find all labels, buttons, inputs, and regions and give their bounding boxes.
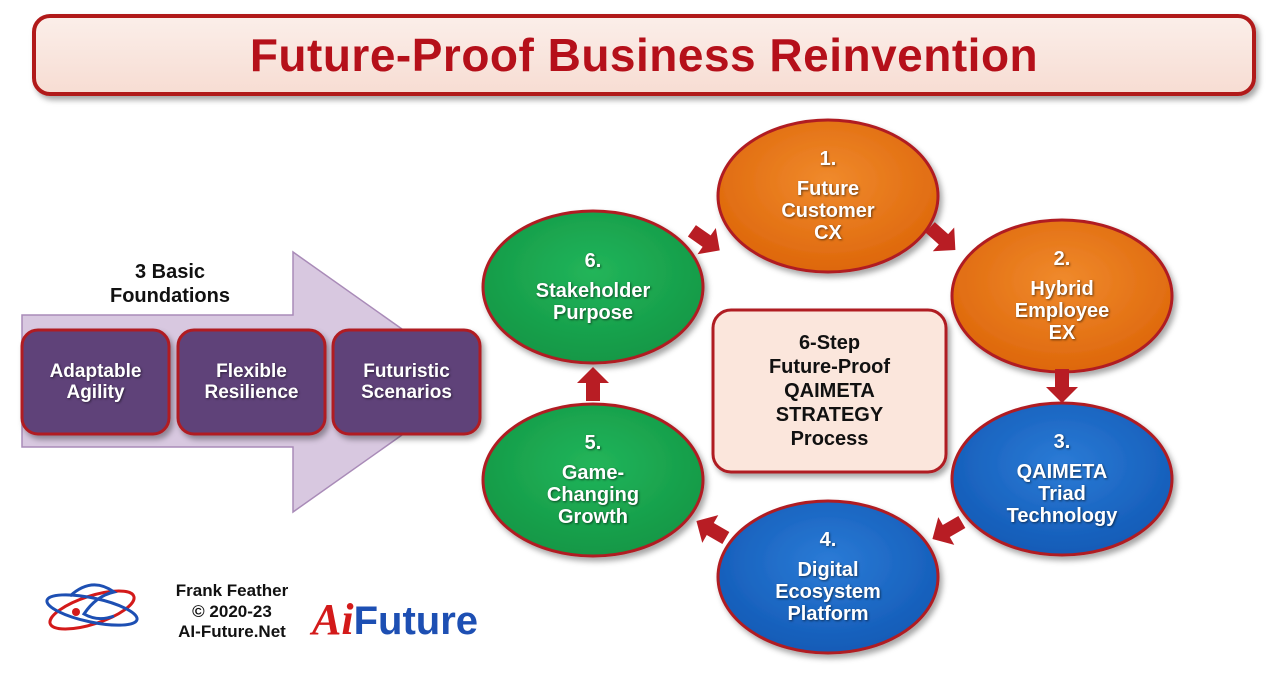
foundation-label-agility: Adaptable Agility — [49, 360, 142, 403]
center-process-label: 6-Step Future-Proof QAIMETA STRATEGY Pro… — [768, 332, 891, 450]
step-6-label: 6. Stakeholder Purpose — [535, 250, 651, 324]
step-1-label: 1. Future Customer CX — [781, 148, 875, 244]
arrow-6-to-1 — [687, 225, 720, 255]
orbit-logo-icon — [45, 583, 139, 631]
step-6-circle — [481, 209, 705, 365]
page-title: Future-Proof Business Reinvention — [249, 29, 1039, 81]
step-3-label: 3. QAIMETA Triad Technology — [1006, 431, 1118, 527]
author-credit: Frank Feather © 2020-23 AI-Future.Net — [152, 581, 312, 643]
arrow-2-to-3 — [1046, 369, 1078, 403]
step-4-circle — [716, 499, 940, 655]
foundation-box-scenarios — [331, 328, 482, 436]
step-5-label: 5. Game- Changing Growth — [546, 432, 640, 528]
author-name: Frank Feather — [175, 581, 289, 600]
foundation-label-scenarios: Futuristic Scenarios — [361, 360, 452, 403]
arrow-4-to-5 — [696, 515, 730, 545]
center-box — [711, 308, 948, 474]
arrow-1-to-2 — [925, 222, 956, 252]
step-4-label: 4. Digital Ecosystem Platform — [775, 529, 881, 625]
step-2-label: 2. Hybrid Employee EX — [1014, 248, 1110, 344]
arrow-3-to-4 — [932, 515, 966, 545]
copyright-text: © 2020-23 — [192, 601, 272, 621]
foundation-label-resilience: Flexible Resilience — [204, 360, 299, 403]
foundation-box-agility — [20, 328, 171, 436]
foundations-heading: 3 Basic Foundations — [110, 261, 230, 307]
step-1-circle — [716, 118, 940, 274]
title-banner: Future-Proof Business Reinvention — [32, 14, 1256, 96]
arrow-5-to-6 — [577, 367, 609, 401]
foundation-box-resilience — [176, 328, 327, 436]
aifuture-logo: AiFuture — [309, 595, 478, 644]
website-text: AI-Future.Net — [178, 622, 286, 642]
step-5-circle — [481, 402, 705, 558]
